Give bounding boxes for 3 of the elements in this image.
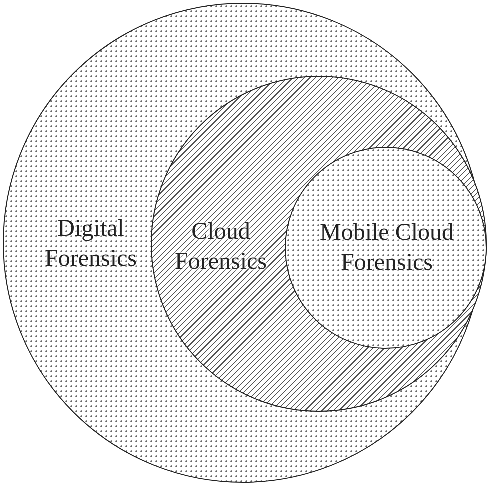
- set-label: Digital Forensics: [44, 215, 138, 274]
- set-label: Mobile Cloud Forensics: [318, 219, 455, 278]
- set-circle: [285, 147, 487, 349]
